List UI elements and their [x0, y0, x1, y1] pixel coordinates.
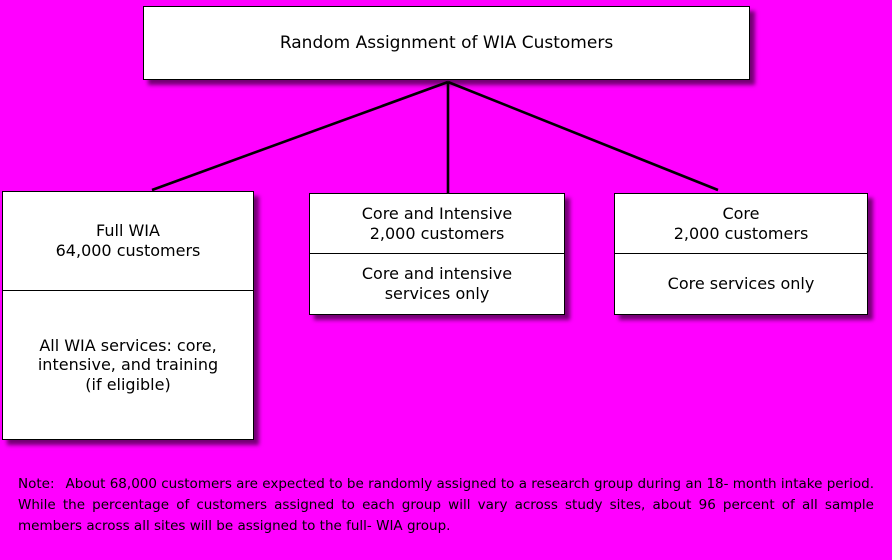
branch-header-core-and-intensive: Core and Intensive 2,000 customers [361, 203, 513, 243]
branch-divider-core [615, 253, 867, 254]
branch-header-full-wia: Full WIA 64,000 customers [55, 221, 201, 260]
branch-divider-core-and-intensive [310, 253, 564, 254]
footnote: Note: About 68,000 customers are expecte… [18, 474, 874, 537]
root-box-title: Random Assignment of WIA Customers [279, 32, 614, 53]
branch-services-core: Core services only [667, 274, 815, 294]
branch-box-core-and-intensive: Core and Intensive 2,000 customers Core … [309, 193, 565, 315]
branch-box-core: Core 2,000 customers Core services only [614, 193, 868, 315]
branch-box-full-wia: Full WIA 64,000 customers All WIA servic… [2, 191, 254, 440]
connector-to-core [447, 80, 719, 192]
footnote-label: Note: [18, 476, 55, 492]
branch-services-full-wia: All WIA services: core, intensive, and t… [37, 335, 219, 394]
branch-services-core-and-intensive: Core and intensive services only [361, 264, 513, 303]
connector-to-full-wia [151, 80, 449, 192]
branch-header-core: Core 2,000 customers [673, 203, 809, 243]
footnote-text: About 68,000 customers are expected to b… [18, 476, 874, 534]
branch-divider-full-wia [3, 290, 253, 291]
root-box-random-assignment: Random Assignment of WIA Customers [143, 6, 750, 80]
